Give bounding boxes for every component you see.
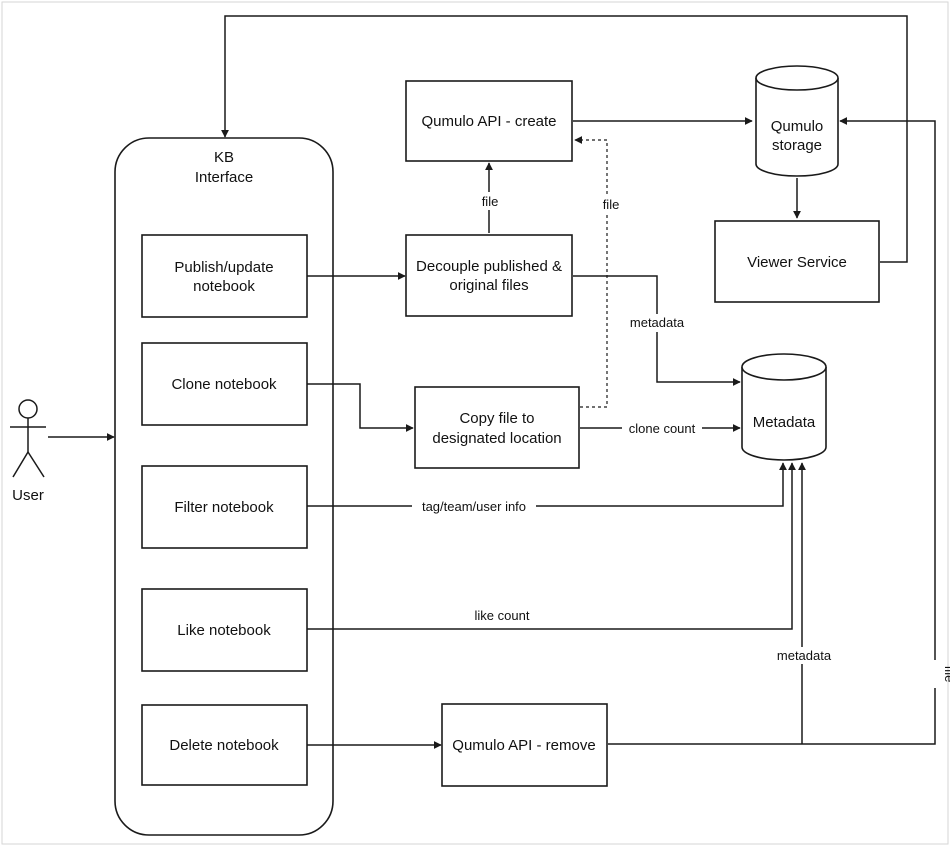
qumulo-storage-cylinder[interactable]: Qumulo storage (755, 65, 839, 177)
user-label: User (12, 487, 44, 504)
edge-label-file-right: file (942, 666, 950, 683)
edge-label-tag-team-user: tag/team/user info (422, 499, 526, 514)
edge-label-like-count: like count (475, 608, 530, 623)
publish-update-label-line1: Publish/update (174, 259, 273, 276)
clone-to-copy-connector (307, 383, 414, 432)
remove-to-storage-connector (608, 117, 936, 745)
clone-notebook-label: Clone notebook (171, 376, 277, 393)
delete-notebook-label: Delete notebook (169, 737, 279, 754)
kb-interface-title-line1: KB (214, 149, 234, 166)
copy-to-create-dashed-connector (574, 136, 608, 408)
clone-notebook-box[interactable]: Clone notebook (141, 342, 308, 426)
like-notebook-box[interactable]: Like notebook (141, 588, 308, 672)
publish-update-notebook-box[interactable]: Publish/update notebook (141, 234, 308, 318)
metadata-label: Metadata (753, 414, 816, 431)
edge-label-metadata-bottom: metadata (777, 648, 832, 663)
qumulo-storage-label-line2: storage (772, 137, 822, 154)
qumulo-storage-label-line1: Qumulo (771, 118, 824, 135)
like-to-metadata-connector (307, 462, 796, 630)
decouple-files-box[interactable]: Decouple published & original files (405, 234, 573, 317)
kb-interface-container (114, 137, 334, 836)
viewer-service-box[interactable]: Viewer Service (714, 220, 880, 303)
like-notebook-label: Like notebook (177, 622, 271, 639)
qumulo-api-create-box[interactable]: Qumulo API - create (405, 80, 573, 162)
viewer-to-kb-connector (221, 15, 908, 263)
qumulo-api-remove-label: Qumulo API - remove (452, 737, 595, 754)
filter-notebook-label: Filter notebook (174, 499, 274, 516)
copy-file-label-line1: Copy file to (459, 410, 534, 427)
decouple-label-line2: original files (449, 277, 528, 294)
edge-label-file-up: file (482, 194, 499, 209)
user-actor-icon (10, 399, 46, 478)
edge-label-file-dashed: file (603, 197, 620, 212)
edge-label-metadata-top: metadata (630, 315, 685, 330)
copy-file-label-line2: designated location (432, 430, 561, 447)
filter-notebook-box[interactable]: Filter notebook (141, 465, 308, 549)
delete-notebook-box[interactable]: Delete notebook (141, 704, 308, 786)
copy-file-box[interactable]: Copy file to designated location (414, 386, 580, 469)
edge-labels: file file metadata clone count tag/team/… (412, 192, 950, 688)
publish-update-label-line2: notebook (193, 278, 255, 295)
viewer-service-label: Viewer Service (747, 254, 847, 271)
metadata-cylinder[interactable]: Metadata (741, 353, 827, 461)
edge-label-clone-count: clone count (629, 421, 696, 436)
filter-to-metadata-connector (307, 462, 787, 507)
qumulo-api-create-label: Qumulo API - create (421, 113, 556, 130)
qumulo-api-remove-box[interactable]: Qumulo API - remove (441, 703, 608, 787)
kb-interface-title-line2: Interface (195, 169, 253, 186)
decouple-label-line1: Decouple published & (416, 258, 562, 275)
